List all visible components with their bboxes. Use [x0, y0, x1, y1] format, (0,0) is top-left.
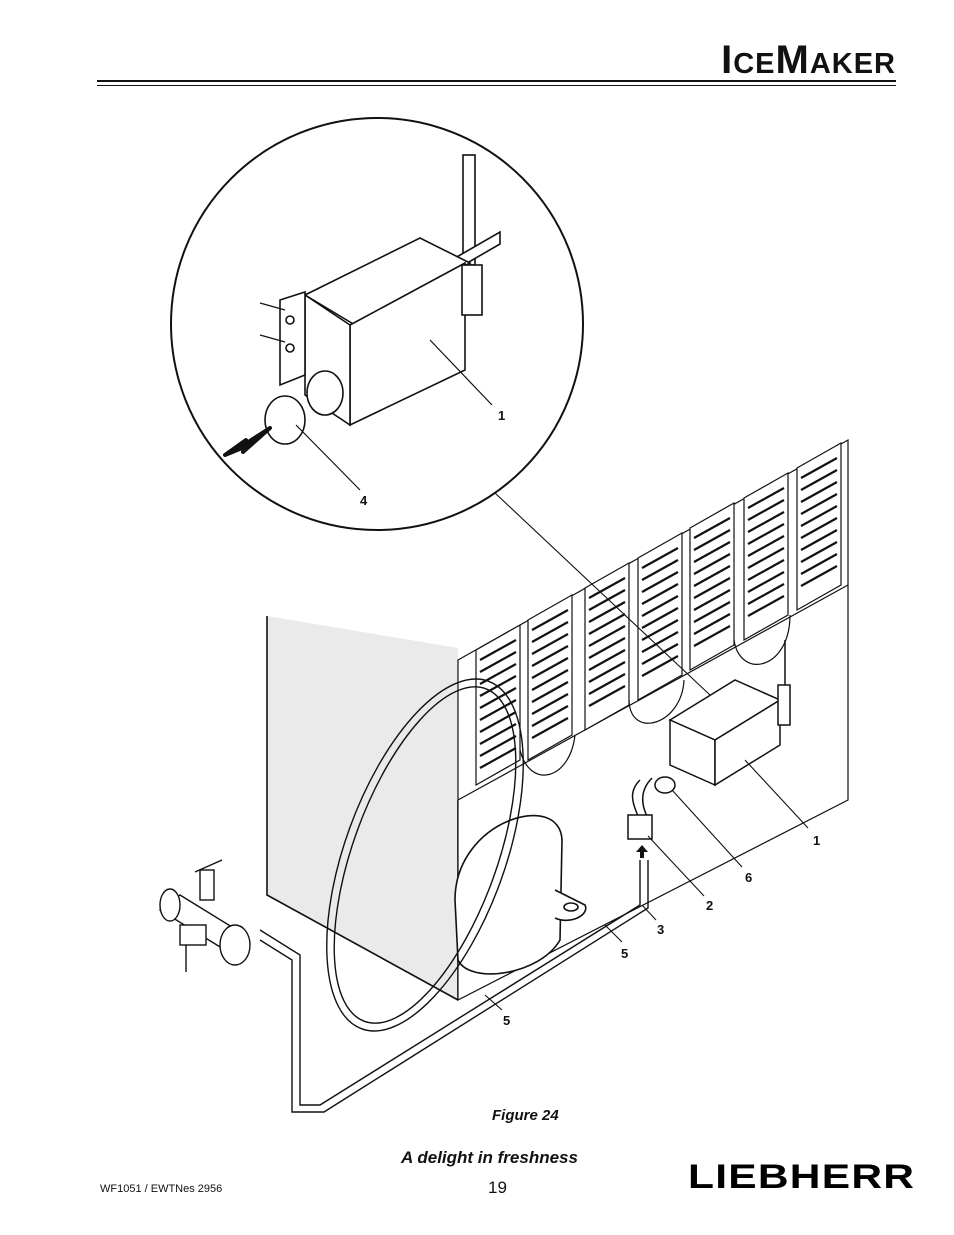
solenoid-valve-main — [627, 640, 791, 840]
cabinet-side-panel — [266, 616, 459, 1001]
callout-main-2: 2 — [706, 898, 713, 913]
brand-logo: LIEBHERR — [688, 1158, 916, 1196]
callout-main-1: 1 — [813, 833, 820, 848]
removal-arrow — [223, 426, 272, 457]
water-hose-coil — [326, 678, 524, 1032]
callout-inset-4: 4 — [360, 493, 368, 508]
figure-caption: Figure 24 — [492, 1107, 559, 1124]
header-rule-thin — [97, 85, 896, 86]
flow-arrow — [636, 845, 648, 858]
document-code: WF1051 / EWTNes 2956 — [100, 1183, 223, 1195]
header-rule — [97, 80, 896, 82]
callout-inset-1: 1 — [498, 408, 505, 423]
inset-detail-circle — [170, 117, 584, 531]
compressor — [454, 814, 587, 975]
page-number: 19 — [488, 1178, 507, 1197]
supply-pipe — [259, 860, 649, 1113]
callout-leaders — [484, 492, 809, 1011]
callout-main-5a: 5 — [621, 946, 628, 961]
page-title: ICEMAKER — [721, 38, 896, 82]
callout-main-5b: 5 — [503, 1013, 510, 1028]
shutoff-valve-clamp — [158, 859, 251, 972]
tagline: A delight in freshness — [401, 1148, 578, 1167]
callout-main-6: 6 — [745, 870, 752, 885]
callout-main-3: 3 — [657, 922, 664, 937]
